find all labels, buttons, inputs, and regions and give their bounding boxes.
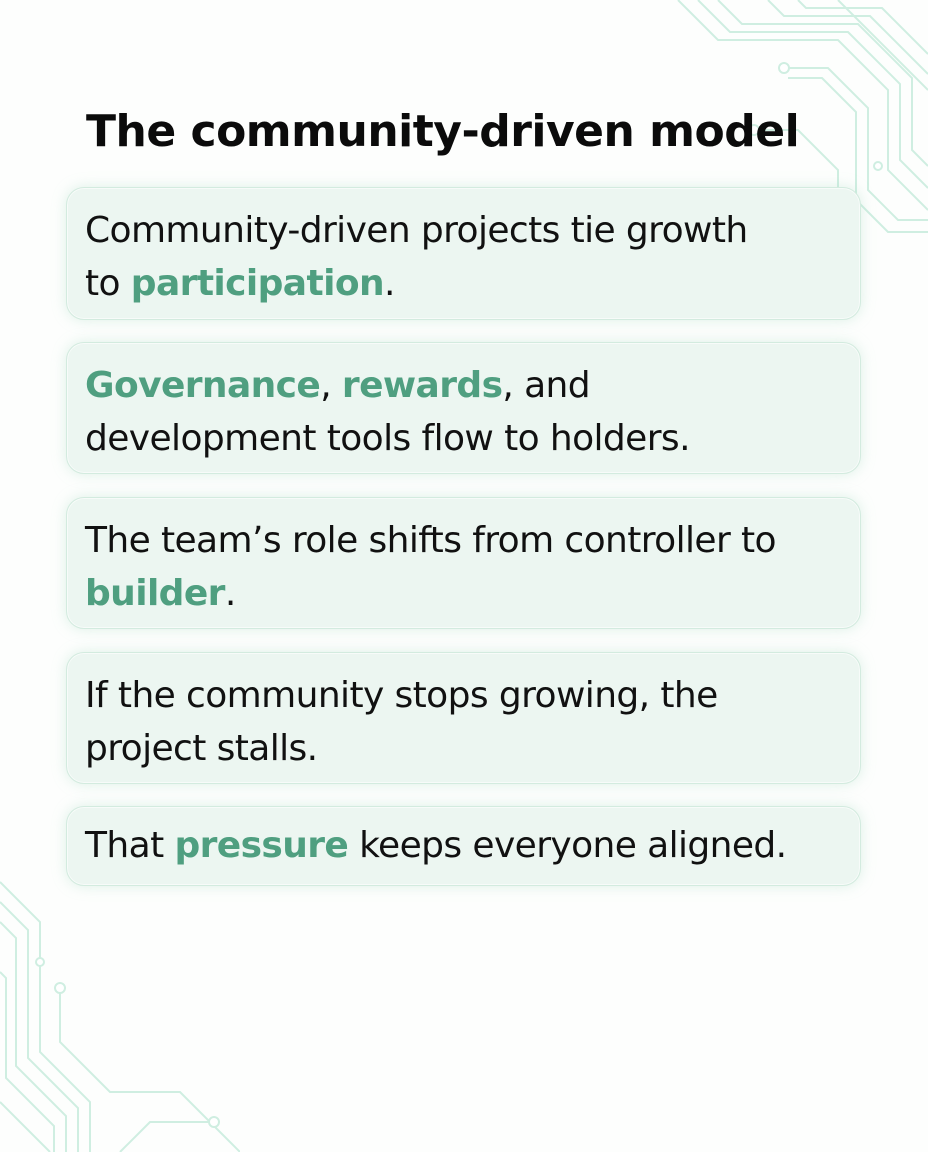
highlight-keyword: builder: [85, 573, 225, 614]
card-text: That pressure keeps everyone aligned.: [85, 819, 850, 872]
statement-card-participation: Community-driven projects tie growth to …: [66, 187, 861, 320]
highlight-keyword: Governance: [85, 365, 321, 406]
card-text-fragment: That: [85, 825, 175, 866]
card-text-fragment: keeps everyone aligned.: [348, 825, 787, 866]
card-text-fragment: .: [224, 573, 236, 614]
card-line: project stalls.: [85, 728, 318, 769]
card-text: The team’s role shifts from controller t…: [85, 514, 850, 620]
card-text-fragment: .: [384, 263, 395, 304]
card-line: development tools flow to holders.: [85, 418, 691, 459]
highlight-keyword: pressure: [174, 825, 349, 866]
highlight-keyword: rewards: [341, 365, 503, 406]
card-line: The team’s role shifts from controller t…: [85, 520, 777, 561]
card-text: Governance, rewards, and development too…: [85, 359, 850, 465]
page-title: The community-driven model: [86, 106, 800, 157]
statement-card-governance: Governance, rewards, and development too…: [66, 342, 861, 474]
statement-card-team-role: The team’s role shifts from controller t…: [66, 497, 861, 629]
circuit-pattern-bottom-left: [0, 881, 240, 1152]
statement-card-growth-stall: If the community stops growing, the proj…: [66, 652, 861, 784]
card-text-fragment: to: [85, 263, 131, 304]
card-text: Community-driven projects tie growth to …: [85, 204, 850, 310]
card-text-fragment: , and: [502, 365, 591, 406]
card-line: Community-driven projects tie growth: [85, 210, 748, 251]
highlight-keyword: participation: [130, 263, 385, 304]
statement-card-pressure: That pressure keeps everyone aligned.: [66, 806, 861, 886]
card-line: If the community stops growing, the: [85, 675, 718, 716]
card-text-fragment: ,: [320, 365, 342, 406]
card-text: If the community stops growing, the proj…: [85, 669, 850, 775]
